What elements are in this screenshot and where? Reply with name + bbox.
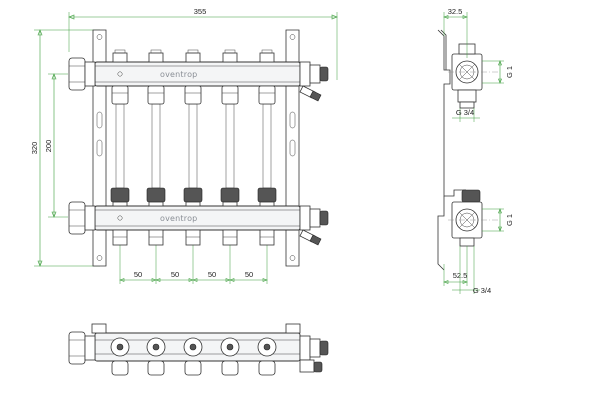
side-bottom-body [448, 189, 500, 247]
upper-valves-top [112, 49, 275, 63]
brand-logo-bottom: oventrop [160, 214, 197, 223]
plan-outlets [111, 360, 276, 376]
dim-pitch-label-2: 50 [171, 270, 179, 279]
flow-meter-tubes [115, 103, 272, 189]
bottom-manifold: oventrop [68, 187, 329, 246]
dim-pitch-label-3: 50 [208, 270, 216, 279]
top-manifold: oventrop [68, 49, 329, 105]
dim-pitch-label-1: 50 [134, 270, 142, 279]
bottom-right-fitting [299, 205, 329, 246]
front-view: 355 320 200 50 50 [30, 7, 338, 284]
outlet-bottom-label: G 3/4 [473, 286, 491, 295]
dim-outlet-bottom: G 3/4 [452, 246, 491, 295]
bottom-outlets [112, 229, 275, 246]
dim-height-inner-label: 200 [44, 140, 53, 153]
plan-view [68, 323, 329, 376]
dim-top-offset: 32.5 [443, 7, 468, 58]
dim-width-label: 355 [194, 7, 207, 16]
dim-outlet-top: G 3/4 [452, 108, 480, 122]
thread-bottom-label: G 1 [505, 214, 514, 226]
flow-meter-heads-top [111, 85, 276, 105]
dim-bottom-offset: 52.5 [443, 246, 468, 286]
plan-valve-heads [110, 337, 277, 357]
dim-height-outer: 320 [30, 29, 100, 267]
dim-width: 355 [68, 7, 338, 80]
side-top-body [448, 43, 500, 109]
thread-top-label: G 1 [505, 66, 514, 78]
lower-valve-handwheels [110, 187, 277, 207]
brand-logo-top: oventrop [160, 70, 197, 79]
side-view: 32.5 G 1 G 3/4 G 1 [437, 7, 514, 295]
dim-thread-bottom: G 1 [482, 208, 514, 232]
dim-thread-top: G 1 [482, 60, 514, 84]
top-right-fitting [299, 61, 329, 102]
dim-top-offset-label: 32.5 [448, 7, 463, 16]
dim-height-outer-label: 320 [30, 142, 39, 155]
dim-pitch-label-4: 50 [245, 270, 253, 279]
outlet-top-label: G 3/4 [456, 108, 474, 117]
dim-pitch: 50 50 50 50 [119, 245, 268, 284]
bottom-left-coupling [68, 201, 96, 235]
dim-height-inner: 200 [44, 73, 68, 218]
top-left-coupling [68, 57, 96, 91]
